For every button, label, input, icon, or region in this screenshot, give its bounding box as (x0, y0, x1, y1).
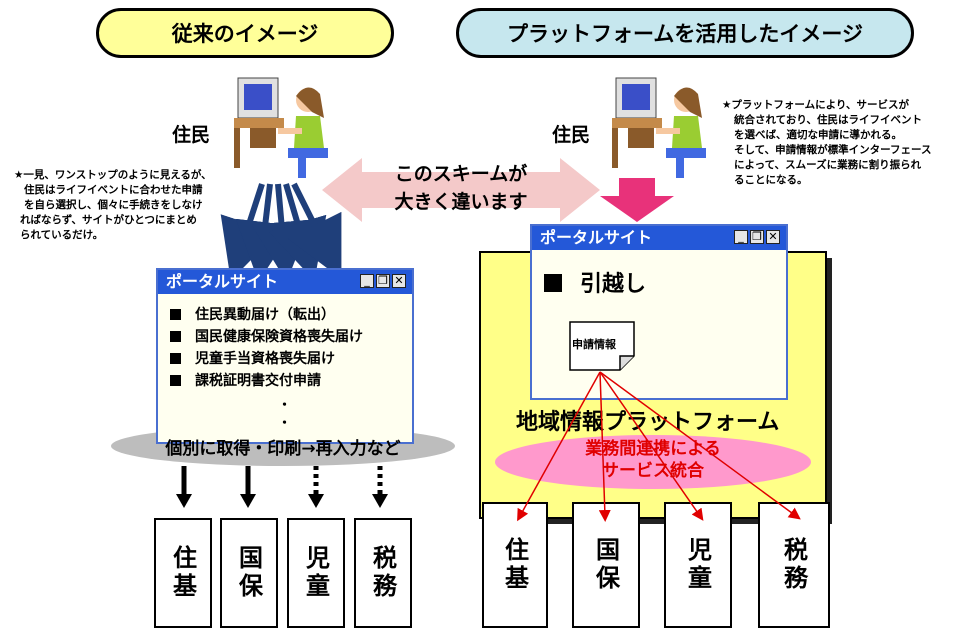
ellipsis-dot: ・ (278, 398, 292, 413)
window-minimize-icon[interactable]: _ (734, 230, 748, 244)
bullet-square (170, 309, 181, 320)
note-line: ればならず、サイトがひとつにまとめ (20, 214, 197, 226)
system-label: 税務 (368, 545, 397, 601)
portal-item[interactable]: 児童手当資格喪失届け (170, 348, 335, 368)
bullet-square (170, 353, 181, 364)
note-line: 統合されており、住民はライフイベント (734, 114, 922, 126)
right-note: ★プラットフォームにより、サービスが 統合されており、住民はライフイベント を選… (722, 98, 932, 188)
window-close-icon[interactable]: ✕ (766, 230, 780, 244)
system-box-zeimu: 税務 (758, 502, 830, 628)
right-header: プラットフォームを活用したイメージ (456, 8, 914, 58)
left-portal-window: ポータルサイト _ ❐ ✕ 住民異動届け（転出） 国民健康保険資格喪失届け 児童… (156, 268, 414, 444)
computer-user-icon (234, 77, 328, 178)
center-line: このスキームが (394, 163, 528, 185)
bullet-square (544, 274, 562, 292)
blue-arrows (220, 182, 342, 282)
left-ellipse-text: 個別に取得・印刷→再入力など (165, 439, 401, 459)
portal-item-label: 課税証明書交付申請 (195, 373, 321, 389)
system-box-juki: 住基 (482, 502, 548, 628)
double-arrow (322, 158, 600, 222)
note-line: を自ら選択し、個々に手続きをしなけ (24, 199, 203, 211)
portal-item-label: 住民異動届け（転出） (195, 307, 335, 323)
system-box-kokuho: 国保 (220, 518, 278, 628)
system-label: 住基 (168, 545, 197, 601)
left-resident-label: 住民 (172, 124, 211, 146)
note-line: を選べば、適切な申請に導かれる。 (734, 129, 902, 141)
note-line: そして、申請情報が標準インターフェース (734, 144, 932, 156)
window-close-icon[interactable]: ✕ (392, 274, 406, 288)
system-box-kokuho: 国保 (572, 502, 640, 628)
system-label: 児童 (301, 545, 330, 601)
portal-item[interactable]: 住民異動届け（転出） (170, 304, 335, 324)
down-arrow (600, 178, 674, 222)
note-line: ★一見、ワンストップのように見えるが、 (14, 169, 212, 181)
platform-label: 地域情報プラットフォーム (516, 410, 780, 435)
system-box-zeimu: 税務 (354, 518, 412, 628)
system-label: 税務 (779, 537, 808, 593)
window-maximize-icon[interactable]: ❐ (376, 274, 390, 288)
system-label: 児童 (683, 537, 712, 593)
bullet-square (170, 375, 181, 386)
pink-ellipse-text: 業務間連携による サービス統合 (495, 438, 811, 482)
document-icon (569, 321, 635, 371)
portal-item[interactable]: 課税証明書交付申請 (170, 370, 321, 390)
ellipse-line: 業務間連携による (585, 439, 721, 459)
left-note: ★一見、ワンストップのように見えるが、 住民はライフイベントに合わせた申請 を自… (14, 168, 212, 243)
life-event-item[interactable]: 引越し (544, 266, 646, 298)
window-minimize-icon[interactable]: _ (360, 274, 374, 288)
system-box-juki: 住基 (154, 518, 212, 628)
portal-item[interactable]: 国民健康保険資格喪失届け (170, 326, 363, 346)
system-box-jido: 児童 (287, 518, 345, 628)
note-line: ★プラットフォームにより、サービスが (722, 99, 909, 111)
portal-item-label: 国民健康保険資格喪失届け (195, 329, 363, 345)
right-portal-window: ポータルサイト _ ❐ ✕ 引越し (530, 224, 788, 400)
bullet-square (170, 331, 181, 342)
document-label: 申請情報 (572, 338, 616, 351)
note-line: ることになる。 (734, 174, 808, 186)
system-label: 国保 (234, 545, 263, 601)
note-line: 住民はライフイベントに合わせた申請 (24, 184, 203, 196)
life-event-label: 引越し (580, 272, 647, 297)
ellipse-line: サービス統合 (602, 461, 704, 481)
note-line: られているだけ。 (20, 229, 104, 241)
left-header: 従来のイメージ (96, 8, 394, 58)
system-label: 国保 (591, 537, 620, 593)
ellipsis-dot: ・ (278, 416, 292, 431)
portal-item-label: 児童手当資格喪失届け (195, 351, 335, 367)
system-label: 住基 (500, 537, 529, 593)
center-line: 大きく違います (394, 191, 528, 213)
system-box-jido: 児童 (664, 502, 732, 628)
computer-user-icon (612, 77, 706, 178)
left-down-arrows (176, 466, 388, 508)
right-resident-label: 住民 (552, 124, 591, 146)
note-line: によって、スムーズに業務に割り振られ (734, 159, 922, 171)
window-maximize-icon[interactable]: ❐ (750, 230, 764, 244)
center-message: このスキームが 大きく違います (362, 160, 560, 216)
